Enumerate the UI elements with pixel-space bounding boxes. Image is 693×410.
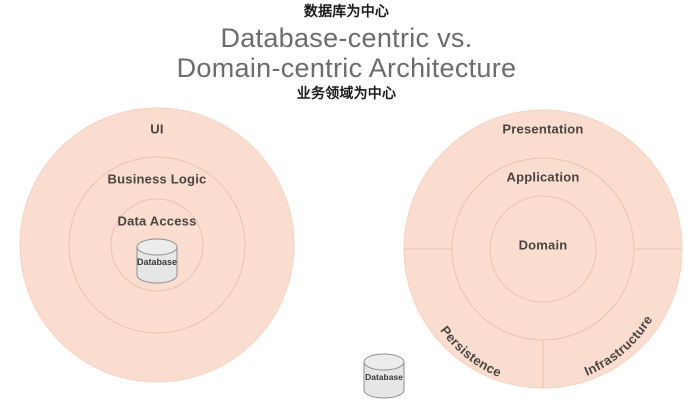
cylinder-shape (363, 353, 405, 399)
left-database-cylinder: Database (131, 235, 183, 287)
standalone-database-cylinder: Database (358, 350, 410, 402)
right-circle-group (403, 109, 683, 389)
cylinder-shape (136, 238, 178, 284)
right-ring-inner (489, 195, 597, 303)
